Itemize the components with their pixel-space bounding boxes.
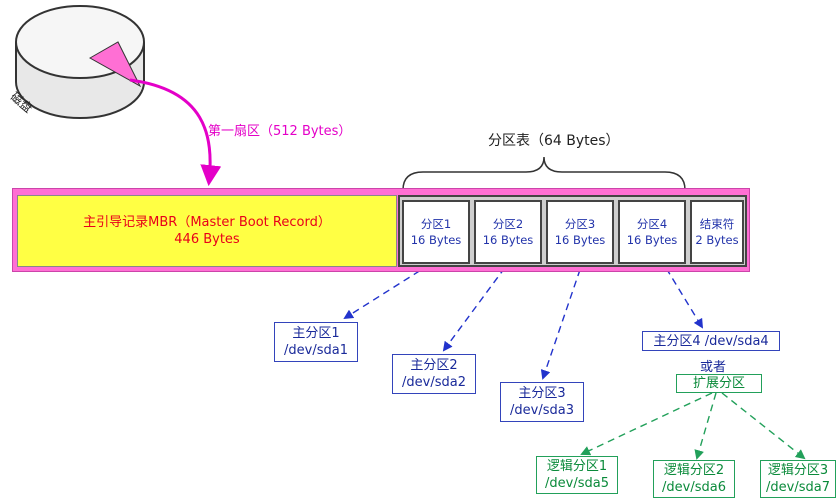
entry-name: 分区3 <box>564 217 596 231</box>
partition-name: 主分区3 <box>518 386 566 401</box>
entry-name: 分区2 <box>492 217 524 231</box>
partition-entry-4: 分区4 16 Bytes <box>618 200 686 264</box>
mbr-size: 446 Bytes <box>174 232 240 247</box>
partition-name: 逻辑分区2 <box>663 463 725 478</box>
sector-label: 第一扇区（512 Bytes） <box>208 124 352 139</box>
logical-partition-2: 逻辑分区2 /dev/sda6 <box>653 460 735 498</box>
partition-entry-1: 分区1 16 Bytes <box>402 200 470 264</box>
logical-partition-1: 逻辑分区1 /dev/sda5 <box>536 456 618 494</box>
entry-size: 16 Bytes <box>554 233 606 247</box>
arrow-entry3 <box>540 257 585 380</box>
arrow-logical3 <box>721 392 806 460</box>
partition-name: 逻辑分区1 <box>546 459 608 474</box>
arrow-logical1 <box>580 392 713 456</box>
extended-label: 扩展分区 <box>692 376 745 391</box>
sector-arrow <box>129 78 222 187</box>
partition-device: /dev/sda3 <box>510 403 574 418</box>
entry-size: 2 Bytes <box>695 233 739 247</box>
entry-size: 16 Bytes <box>482 233 534 247</box>
partition-entry-2: 分区2 16 Bytes <box>474 200 542 264</box>
partition-device: /dev/sda1 <box>284 343 348 358</box>
partition-entry-3: 分区3 16 Bytes <box>546 200 614 264</box>
entry-name: 结束符 <box>699 217 735 231</box>
partition-device: /dev/sda7 <box>766 480 830 495</box>
entry-size: 16 Bytes <box>626 233 678 247</box>
arrow-logical2 <box>694 392 717 460</box>
or-label: 或者 <box>700 360 727 375</box>
partition-name: 主分区4 /dev/sda4 <box>653 333 769 349</box>
primary-partition-2: 主分区2 /dev/sda2 <box>392 354 476 394</box>
mbr-block: 主引导记录MBR（Master Boot Record） 446 Bytes <box>17 195 397 267</box>
partition-table-label: 分区表（64 Bytes） <box>488 133 620 149</box>
partition-table-brace <box>402 156 686 191</box>
entry-name: 分区4 <box>636 217 668 231</box>
logical-partition-3: 逻辑分区3 /dev/sda7 <box>760 460 836 498</box>
primary-partition-3: 主分区3 /dev/sda3 <box>500 382 584 422</box>
extended-partition: 扩展分区 <box>676 374 762 393</box>
primary-partition-4: 主分区4 /dev/sda4 <box>642 331 780 351</box>
disk-icon <box>15 5 145 119</box>
partition-entry-end: 结束符 2 Bytes <box>690 200 744 264</box>
partition-name: 逻辑分区3 <box>767 463 829 478</box>
mbr-title: 主引导记录MBR（Master Boot Record） <box>83 215 331 230</box>
entry-size: 16 Bytes <box>410 233 462 247</box>
entry-name: 分区1 <box>420 217 452 231</box>
partition-name: 主分区2 <box>410 358 458 373</box>
partition-device: /dev/sda6 <box>662 480 726 495</box>
primary-partition-1: 主分区1 /dev/sda1 <box>274 322 358 362</box>
partition-device: /dev/sda5 <box>545 476 609 491</box>
partition-name: 主分区1 <box>292 326 340 341</box>
partition-device: /dev/sda2 <box>402 375 466 390</box>
